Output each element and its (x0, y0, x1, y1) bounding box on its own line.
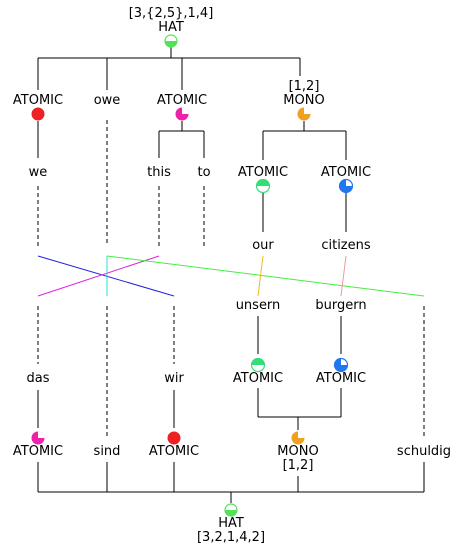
hat-icon (224, 503, 238, 517)
link-citizens-burgern (340, 255, 347, 297)
hat-icon (164, 34, 178, 48)
word-burgern: burgern (315, 298, 366, 313)
node-labels: [3,{2,5},1,4] HAT ATOMIC we owe ATOMIC t… (13, 6, 451, 545)
atomic-red-icon (31, 107, 45, 121)
word-owe: owe (94, 93, 121, 108)
root-label: HAT (218, 516, 244, 531)
mono-icon (291, 431, 305, 445)
atomic-label: ATOMIC (13, 444, 63, 459)
atomic-blue-icon (333, 357, 349, 373)
atomic-label: ATOMIC (149, 444, 199, 459)
word-citizens: citizens (321, 238, 371, 253)
node-markers (31, 34, 354, 517)
word-our: our (252, 238, 274, 253)
atomic-magenta-icon (31, 431, 45, 445)
word-to: to (197, 165, 210, 180)
alignment-links (37, 255, 425, 297)
dashed-edges (37, 120, 425, 438)
mono-label: MONO (277, 444, 318, 459)
atomic-label: ATOMIC (233, 371, 283, 386)
mono-icon (297, 107, 311, 121)
mono-signature: [1,2] (283, 458, 314, 473)
root-signature: [3,{2,5},1,4] (129, 6, 214, 21)
root-signature: [3,2,1,4,2] (197, 530, 265, 545)
tree-edges (37, 47, 425, 503)
atomic-magenta-icon (175, 107, 189, 121)
word-wir: wir (164, 371, 184, 386)
word-this: this (147, 165, 171, 180)
atomic-green-icon (255, 178, 271, 194)
word-we: we (29, 165, 48, 180)
word-schuldig: schuldig (397, 444, 451, 459)
mono-signature: [1,2] (289, 79, 320, 94)
word-sind: sind (94, 444, 121, 459)
link-our-unsern (257, 255, 264, 297)
atomic-label: ATOMIC (238, 165, 288, 180)
atomic-label: ATOMIC (321, 165, 371, 180)
atomic-label: ATOMIC (157, 93, 207, 108)
atomic-label: ATOMIC (316, 371, 366, 386)
word-das: das (27, 371, 50, 386)
word-unsern: unsern (236, 298, 281, 313)
link-this-das (37, 255, 160, 297)
link-to-schuldig (106, 255, 425, 297)
link-we-wir (37, 255, 175, 297)
root-label: HAT (158, 20, 184, 35)
atomic-red-icon (167, 431, 181, 445)
atomic-green-icon (250, 357, 266, 373)
atomic-label: ATOMIC (13, 93, 63, 108)
mono-label: MONO (283, 93, 324, 108)
atomic-blue-icon (338, 178, 354, 194)
